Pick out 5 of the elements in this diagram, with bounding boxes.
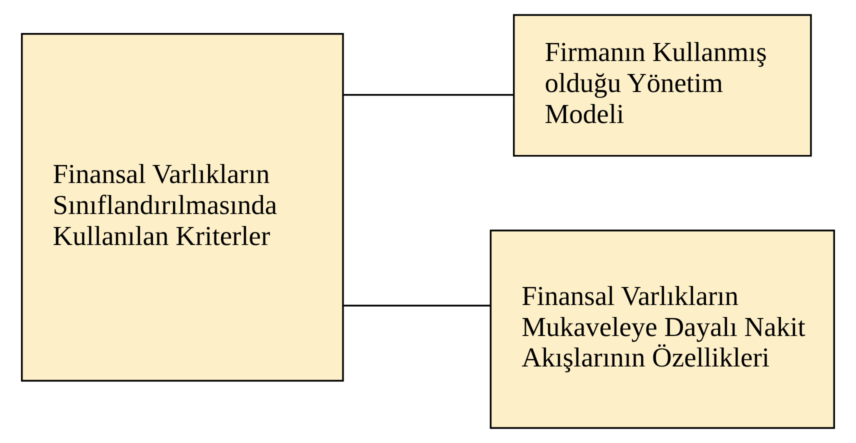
- connector: [344, 304, 490, 306]
- node-box: Finansal Varlıkların Mukaveleye Dayalı Nakit Akışlarının Özellikleri: [490, 230, 835, 429]
- node-box: Finansal Varlıkların Sınıflandırılmasında Kullanılan Kriterler: [21, 33, 344, 382]
- connector: [344, 94, 514, 96]
- node-box: Firmanın Kullanmış olduğu Yönetim Modeli: [513, 14, 812, 157]
